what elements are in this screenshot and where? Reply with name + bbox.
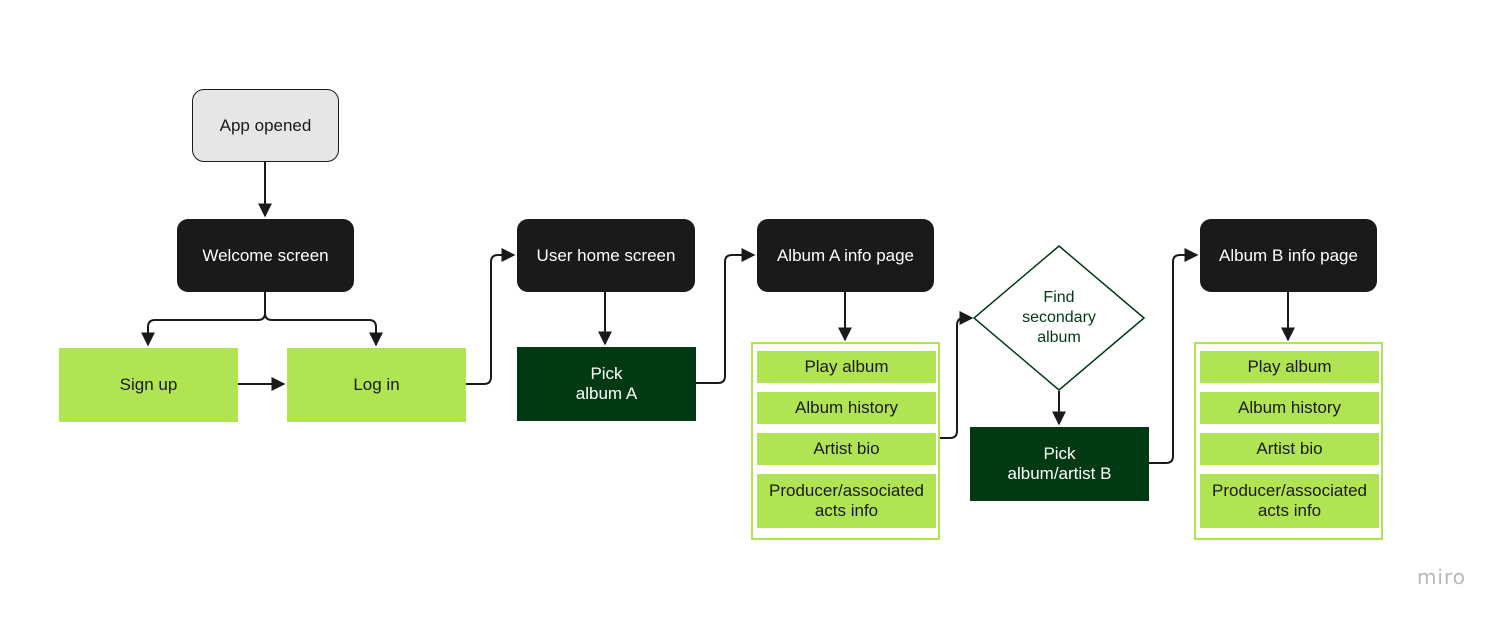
edge-welcome-to-login [264, 312, 383, 347]
album-b-artist-bio[interactable]: Artist bio [1200, 433, 1379, 465]
album-b-play-album[interactable]: Play album [1200, 351, 1379, 383]
sign-up-node[interactable]: Sign up [59, 348, 238, 422]
find-secondary-album-diamond [972, 245, 1146, 391]
album-a-options-group: Play album Album history Artist bio Prod… [751, 342, 940, 540]
user-home-screen-node[interactable]: User home screen [517, 219, 695, 292]
album-a-play-album[interactable]: Play album [757, 351, 936, 383]
pick-album-artist-b-node[interactable]: Pick album/artist B [970, 427, 1149, 501]
edge-welcome-to-signup [141, 292, 266, 347]
log-in-node[interactable]: Log in [287, 348, 466, 422]
edge-pick-b-to-album-b [1149, 248, 1199, 464]
album-b-album-history[interactable]: Album history [1200, 392, 1379, 424]
album-b-options-group: Play album Album history Artist bio Prod… [1194, 342, 1383, 540]
find-secondary-album-label[interactable]: Find secondary album [1022, 289, 1096, 346]
album-b-producer-info[interactable]: Producer/associated acts info [1200, 474, 1379, 528]
edge-pick-a-to-album-a [696, 248, 756, 384]
welcome-screen-node[interactable]: Welcome screen [177, 219, 354, 292]
album-a-info-page-node[interactable]: Album A info page [757, 219, 934, 292]
pick-album-a-node[interactable]: Pick album A [517, 347, 696, 421]
edge-options-to-find [940, 311, 974, 439]
album-a-album-history[interactable]: Album history [757, 392, 936, 424]
edge-login-to-home [466, 248, 516, 385]
app-opened-node[interactable]: App opened [192, 89, 339, 162]
album-a-producer-info[interactable]: Producer/associated acts info [757, 474, 936, 528]
album-a-artist-bio[interactable]: Artist bio [757, 433, 936, 465]
miro-logo: miro [1416, 565, 1466, 589]
album-b-info-page-node[interactable]: Album B info page [1200, 219, 1377, 292]
